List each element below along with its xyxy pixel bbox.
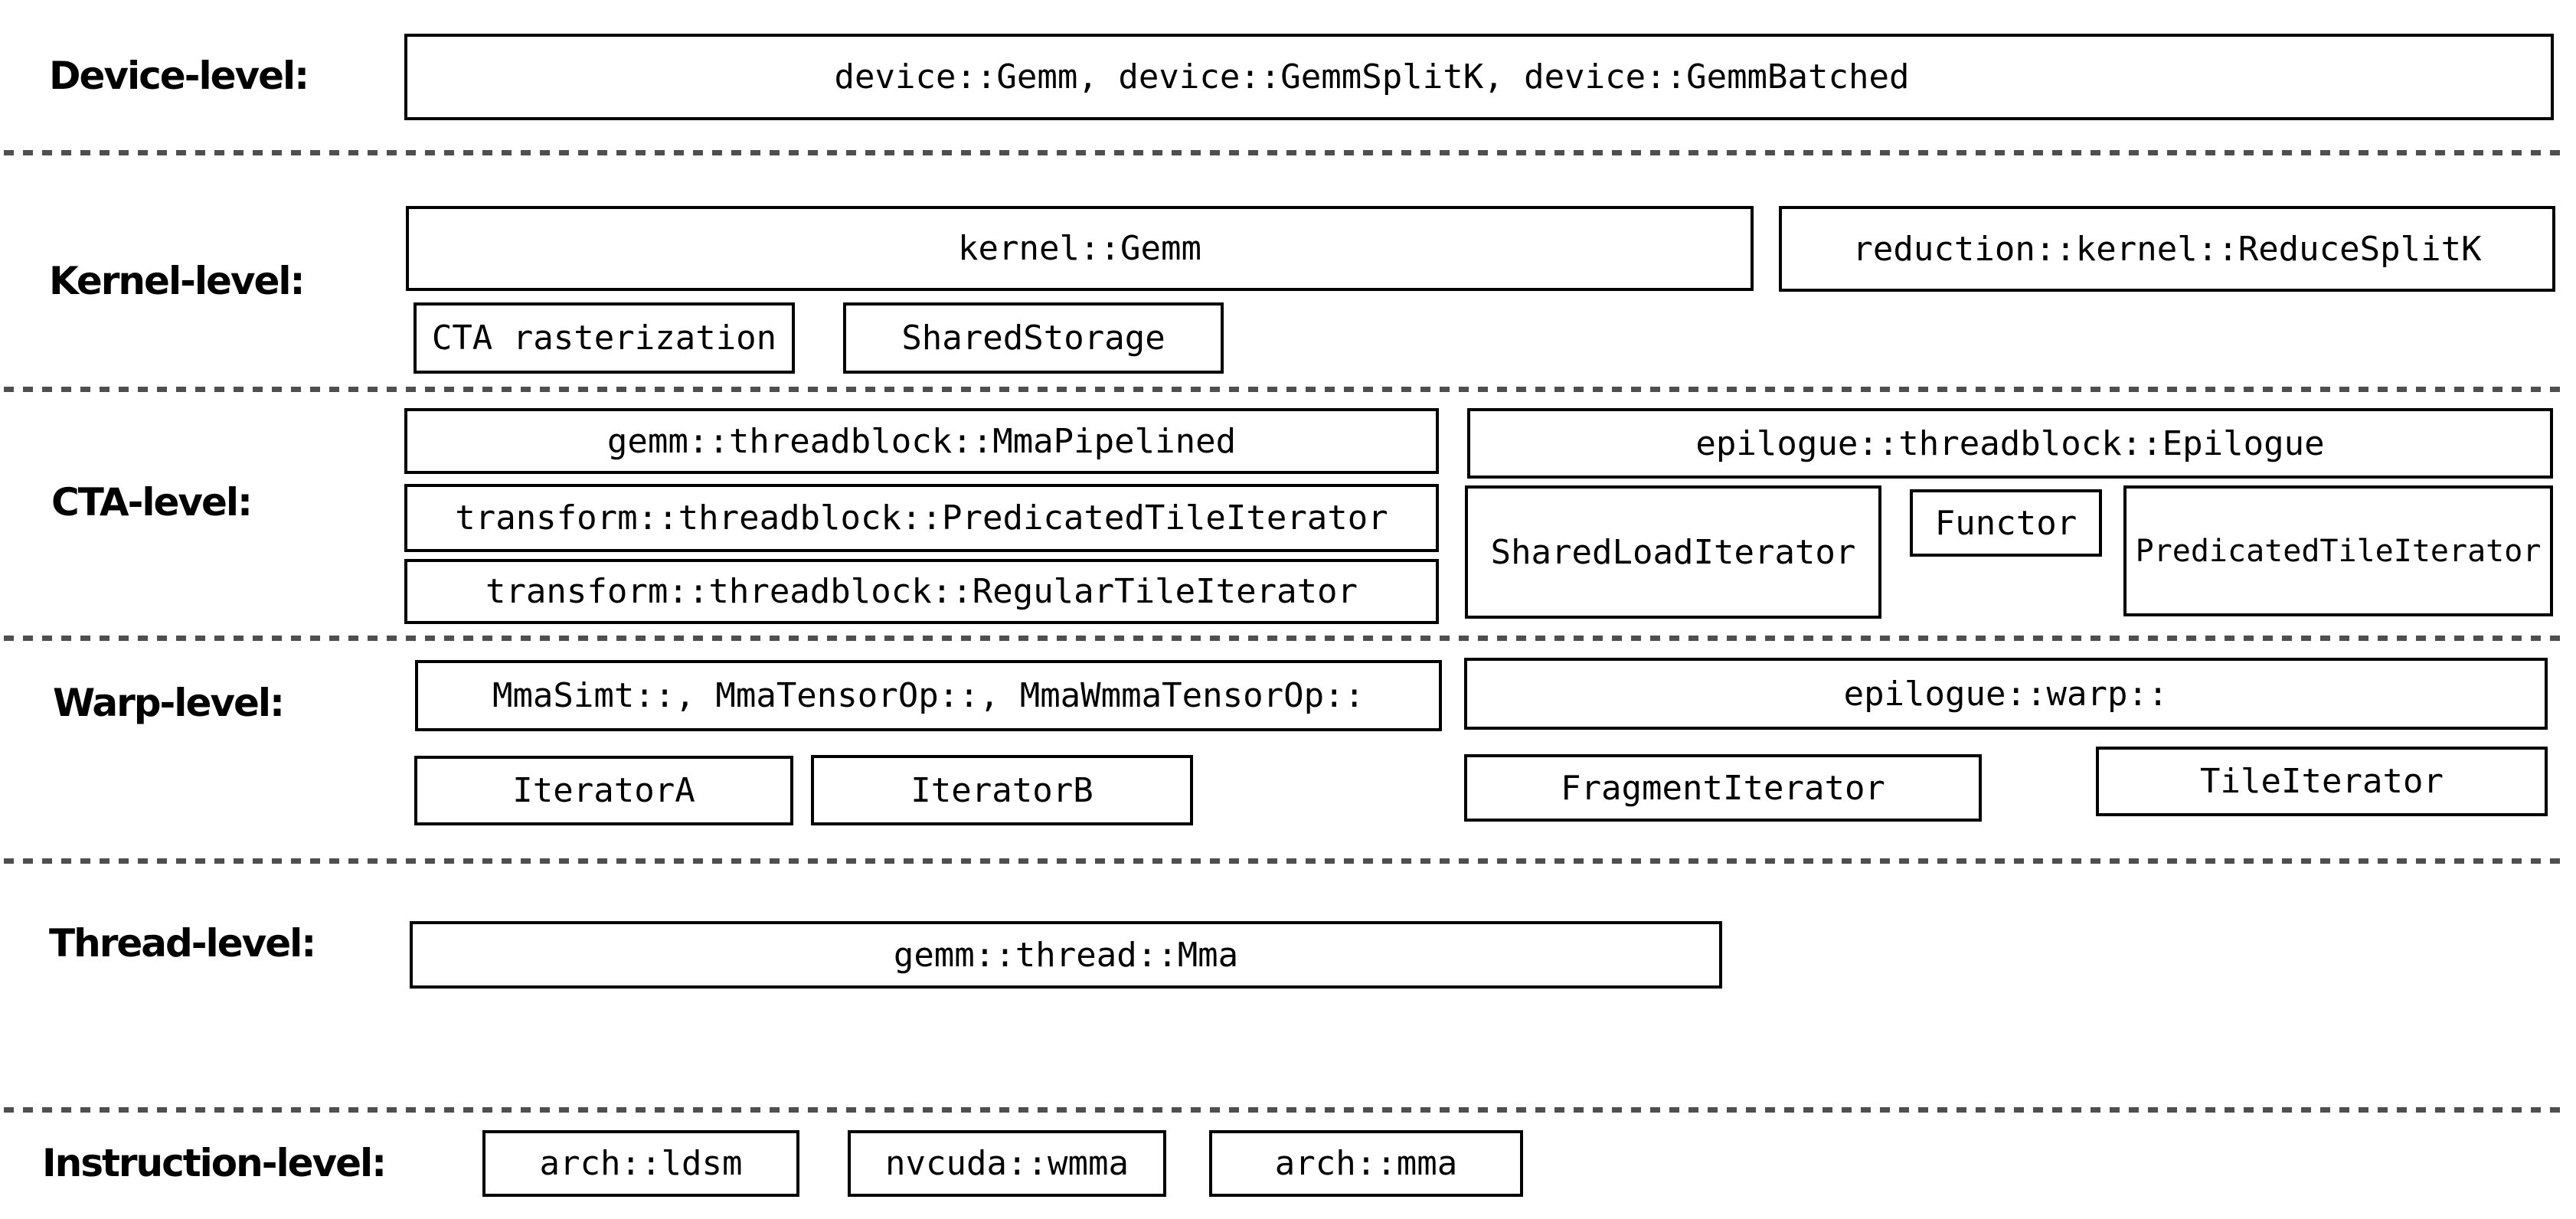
box-reduction-kernel-reducesplitk: reduction::kernel::ReduceSplitK xyxy=(1779,206,2555,292)
box-label: CTA rasterization xyxy=(431,319,777,358)
row-separator xyxy=(4,858,2569,864)
box-label: gemm::thread::Mma xyxy=(893,935,1239,975)
box-cta-rasterization: CTA rasterization xyxy=(414,302,795,374)
box-transform-threadblock-predicatedtileiterator: transform::threadblock::PredicatedTileIt… xyxy=(404,484,1439,552)
box-kernel-gemm: kernel::Gemm xyxy=(406,206,1754,291)
box-label: transform::threadblock::RegularTileItera… xyxy=(485,572,1358,611)
box-label: IteratorB xyxy=(910,770,1093,810)
box-transform-threadblock-regulartileiterator: transform::threadblock::RegularTileItera… xyxy=(404,559,1439,624)
level-label-cta: CTA-level: xyxy=(51,480,253,525)
box-label: TileIterator xyxy=(2200,762,2444,801)
box-gemm-thread-mma: gemm::thread::Mma xyxy=(410,921,1722,989)
box-label: SharedLoadIterator xyxy=(1490,532,1856,572)
box-epilogue-threadblock-epilogue: epilogue::threadblock::Epilogue xyxy=(1467,408,2553,479)
box-label: arch::ldsm xyxy=(539,1144,743,1183)
box-iterator-a: IteratorA xyxy=(414,756,793,825)
box-label: kernel::Gemm xyxy=(958,229,1201,268)
box-gemm-threadblock-mmapipelined: gemm::threadblock::MmaPipelined xyxy=(404,408,1439,474)
row-separator xyxy=(4,150,2569,155)
box-tileiterator: TileIterator xyxy=(2096,747,2548,816)
box-fragmentiterator: FragmentIterator xyxy=(1464,754,1982,822)
box-label: SharedStorage xyxy=(901,319,1165,358)
level-label-warp: Warp-level: xyxy=(53,681,285,725)
box-sharedloaditerator: SharedLoadIterator xyxy=(1465,485,1881,619)
box-arch-mma: arch::mma xyxy=(1209,1130,1523,1197)
box-label: arch::mma xyxy=(1274,1144,1458,1183)
box-functor: Functor xyxy=(1910,489,2102,557)
box-label: epilogue::warp:: xyxy=(1843,674,2169,714)
level-label-thread: Thread-level: xyxy=(49,921,316,966)
box-label: reduction::kernel::ReduceSplitK xyxy=(1852,229,2482,269)
level-label-instruction: Instruction-level: xyxy=(42,1141,387,1185)
box-label: device::Gemm, device::GemmSplitK, device… xyxy=(834,57,1910,96)
box-epilogue-warp: epilogue::warp:: xyxy=(1464,658,2548,730)
level-label-kernel: Kernel-level: xyxy=(49,259,306,303)
box-nvcuda-wmma: nvcuda::wmma xyxy=(848,1130,1166,1197)
box-label: IteratorA xyxy=(512,771,695,810)
box-predicatedtileiterator: PredicatedTileIterator xyxy=(2123,485,2553,616)
box-device-gemm-variants: device::Gemm, device::GemmSplitK, device… xyxy=(404,34,2554,120)
box-label: Functor xyxy=(1934,503,2077,543)
box-label: FragmentIterator xyxy=(1561,768,1885,808)
row-separator xyxy=(4,1107,2569,1113)
row-separator xyxy=(4,387,2569,392)
box-label: transform::threadblock::PredicatedTileIt… xyxy=(455,498,1388,538)
box-label: PredicatedTileIterator xyxy=(2135,533,2542,569)
row-separator xyxy=(4,636,2569,641)
box-label: nvcuda::wmma xyxy=(885,1144,1129,1183)
box-warp-mma-variants: MmaSimt::, MmaTensorOp::, MmaWmmaTensorO… xyxy=(415,660,1442,731)
box-label: gemm::threadblock::MmaPipelined xyxy=(606,421,1237,461)
level-label-device: Device-level: xyxy=(49,54,309,98)
box-iterator-b: IteratorB xyxy=(811,755,1193,825)
box-sharedstorage: SharedStorage xyxy=(843,302,1224,374)
box-label: epilogue::threadblock::Epilogue xyxy=(1695,423,2325,463)
box-label: MmaSimt::, MmaTensorOp::, MmaWmmaTensorO… xyxy=(492,676,1365,715)
box-arch-ldsm: arch::ldsm xyxy=(482,1130,799,1197)
